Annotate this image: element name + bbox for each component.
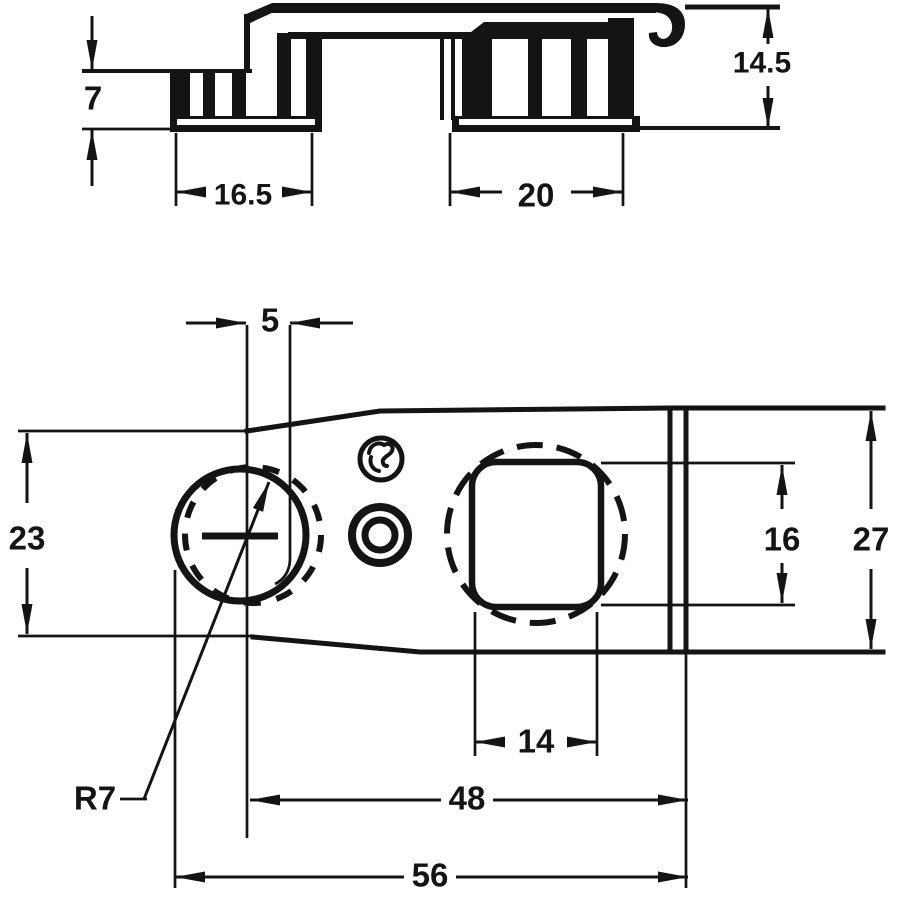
logo-badge-circle: [357, 435, 405, 483]
boss-ring-inner: [361, 516, 399, 554]
dim-label-left-width: 23: [9, 520, 46, 557]
plan-view: 5 23 R7: [9, 302, 890, 894]
boss-ring-outer: [348, 503, 412, 567]
dimension-foot-height: 7: [82, 16, 170, 186]
logo-glyph: [368, 455, 381, 473]
logo-badge: [357, 435, 405, 483]
rib: [232, 70, 246, 120]
dim-label-overall-height: 14.5: [733, 47, 791, 80]
rib: [440, 39, 444, 120]
right-foot-cap: [462, 22, 608, 39]
riser-edge: [244, 14, 250, 72]
dimension-hole-distance: 48: [250, 780, 688, 817]
rib: [528, 36, 542, 120]
top-bar-slope: [244, 3, 276, 23]
dimension-right-foot-width: 20: [448, 133, 625, 214]
rib: [170, 70, 190, 120]
dimension-left-width: 23: [9, 433, 46, 634]
dim-label-foot-height: 7: [84, 80, 102, 117]
rib: [306, 33, 322, 120]
side-profile-view: 7 16.5 20 14.5: [82, 3, 791, 214]
dimension-left-foot-width: 16.5: [174, 133, 314, 212]
square-hole: [468, 458, 605, 611]
offset-edge-line: [274, 325, 292, 586]
dim-label-center-offset: 5: [261, 302, 279, 339]
left-foot-base-groove: [177, 119, 315, 125]
right-foot-base-groove: [459, 119, 632, 125]
square-hole-dashed-circle: [444, 442, 628, 626]
rib: [608, 18, 634, 120]
top-bar: [272, 3, 656, 13]
dim-label-overall-length: 56: [412, 857, 449, 894]
dimension-overall-height: 14.5: [640, 4, 791, 130]
dimension-hole-width: 14: [473, 612, 599, 760]
rib: [462, 36, 492, 120]
dimension-hole-height: 16: [601, 461, 801, 607]
dimension-right-width: 27: [853, 411, 890, 649]
part-bottom-edge: [250, 634, 886, 655]
hook: [644, 3, 685, 48]
rib: [571, 36, 587, 120]
dim-label-hole-distance: 48: [449, 780, 486, 817]
dimension-overall-length: 56: [173, 570, 688, 894]
top-bar-underside: [288, 32, 616, 39]
logo-glyph: [367, 441, 386, 455]
radius-callout: R7: [74, 481, 271, 817]
logo-glyph: [380, 441, 395, 468]
rib: [203, 70, 215, 120]
dim-label-hole-height: 16: [764, 521, 801, 558]
round-hole-dashed-circle: [182, 464, 324, 606]
dim-label-left-foot-width: 16.5: [214, 179, 272, 212]
dimension-center-offset: 5: [186, 302, 353, 339]
rib: [277, 33, 291, 120]
dim-label-hole-width: 14: [518, 723, 555, 760]
part-top-edge: [244, 405, 886, 434]
rib: [451, 39, 455, 120]
dim-label-right-width: 27: [853, 521, 890, 558]
dim-label-corner-radius: R7: [74, 780, 116, 817]
dim-label-right-foot-width: 20: [518, 177, 555, 214]
